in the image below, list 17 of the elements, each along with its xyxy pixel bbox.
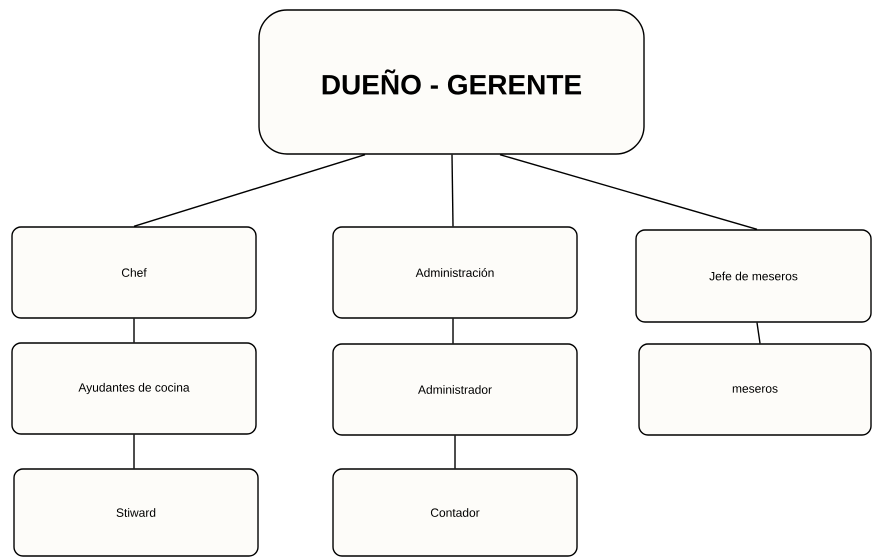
role-box: meseros (638, 343, 872, 436)
connector-line (134, 154, 366, 227)
connector-line (454, 436, 456, 468)
role-box: Administración (332, 226, 578, 319)
connector-line (133, 434, 135, 468)
title-box: DUEÑO - GERENTE (258, 9, 645, 155)
role-box: Chef (11, 226, 257, 319)
role-box: Jefe de meseros (635, 229, 872, 323)
connector-line (133, 318, 135, 342)
role-box: Contador (332, 468, 578, 557)
connector-line (500, 154, 758, 230)
connector-line (451, 154, 454, 226)
connector-line (756, 322, 761, 344)
role-box: Ayudantes de cocina (11, 342, 257, 435)
role-box: Administrador (332, 343, 578, 436)
connector-line (452, 318, 454, 344)
role-box: Stiward (13, 468, 259, 557)
